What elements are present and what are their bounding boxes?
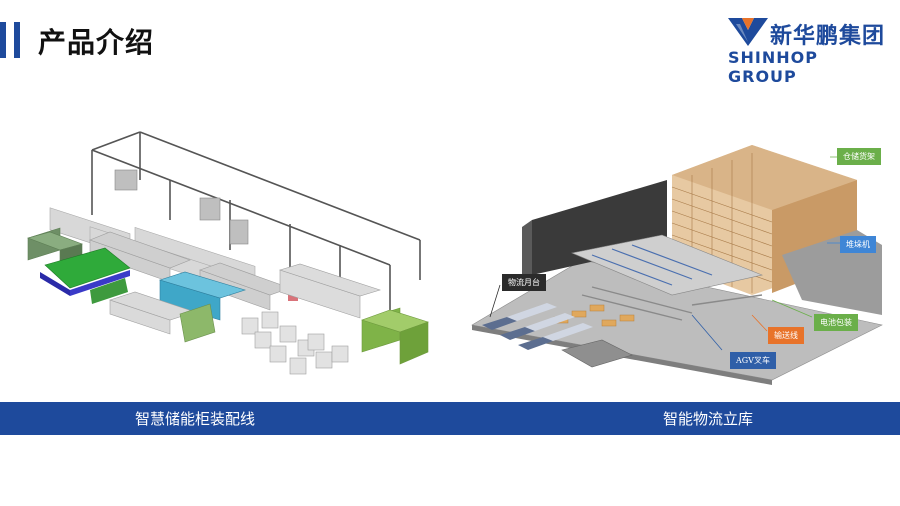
callout-dock: 物流月台: [502, 274, 546, 291]
logistics-warehouse-illustration: [471, 145, 883, 385]
logo-en-name: SHINHOP GROUP: [728, 48, 818, 86]
section-label-logistics-warehouse: 智能物流立库: [663, 410, 754, 428]
logo-cn-name: 新华鹏集团: [770, 24, 886, 49]
section-label-band: [0, 402, 900, 435]
callout-battery: 电池包装: [814, 314, 858, 331]
section-label-assembly-line: 智慧储能柜装配线: [135, 410, 256, 428]
callout-rack: 仓储货架: [837, 148, 881, 165]
header-accent-bar: [0, 22, 6, 58]
logo-mark-icon: [728, 18, 768, 46]
page-title: 产品介绍: [38, 26, 155, 59]
assembly-line-illustration: [27, 131, 429, 375]
callout-conveyor: 输送线: [768, 327, 804, 344]
callout-stacker: 堆垛机: [840, 236, 876, 253]
header-accent-bar-secondary: [14, 22, 20, 58]
callout-agv: AGV叉车: [730, 352, 776, 369]
company-logo: 新华鹏集团 SHINHOP GROUP: [728, 16, 888, 86]
